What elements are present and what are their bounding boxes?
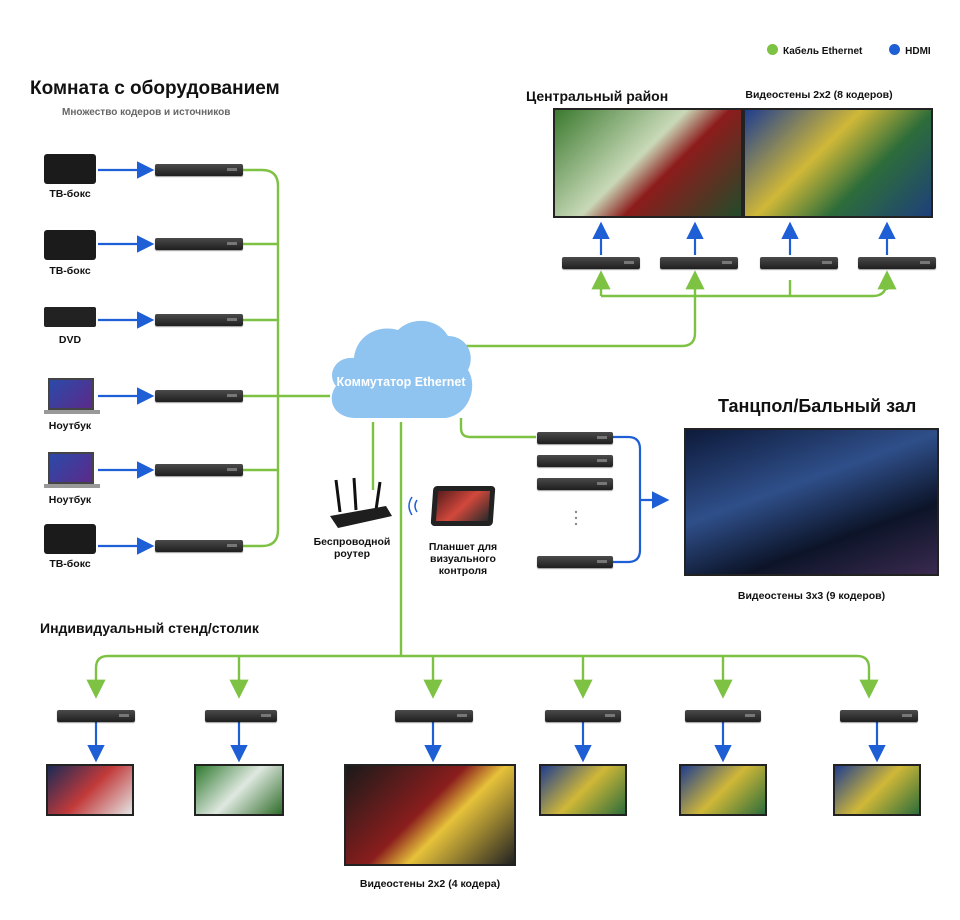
central-screen-right (743, 108, 933, 218)
source-label: DVD (58, 334, 82, 346)
individual-wall-label: Видеостены 2x2 (4 кодера) (359, 878, 501, 890)
decoder (395, 710, 473, 722)
equipment-room-title: Комната с оборудованием (30, 78, 280, 99)
central-title: Центральный район (526, 88, 669, 104)
decoder (660, 257, 738, 269)
source-label: ТВ-бокс (49, 188, 91, 200)
individual-screen (833, 764, 921, 816)
dvd-player-icon (44, 307, 96, 327)
hdmi-dot-icon (889, 44, 901, 55)
source-label: ТВ-бокс (49, 558, 91, 570)
individual-title: Индивидуальный стенд/столик (40, 620, 259, 636)
source-label: Ноутбук (48, 420, 92, 432)
encoder (155, 464, 243, 476)
individual-screen (46, 764, 134, 816)
router-icon (330, 477, 392, 528)
decoder (545, 710, 621, 722)
dance-screen (684, 428, 939, 576)
decoder (205, 710, 277, 722)
decoder (840, 710, 918, 722)
decoder (685, 710, 761, 722)
encoder (155, 540, 243, 552)
source-label: ТВ-бокс (49, 265, 91, 277)
central-wall-label: Видеостены 2x2 (8 кодеров) (745, 89, 893, 101)
decoder (537, 455, 613, 467)
equipment-room-subtitle: Множество кодеров и источников (62, 107, 231, 118)
router-label: Беспроводной роутер (313, 536, 391, 560)
laptop-icon (48, 452, 94, 484)
tv-box-icon (44, 230, 96, 260)
legend-hdmi: HDMI (889, 44, 931, 57)
central-screen-left (553, 108, 743, 218)
laptop-base (44, 410, 100, 414)
cloud-icon (331, 320, 473, 418)
legend: Кабель Ethernet HDMI (767, 41, 931, 59)
laptop-icon (48, 378, 94, 410)
tv-box-icon (44, 524, 96, 554)
encoder (155, 164, 243, 176)
decoder (760, 257, 838, 269)
tablet-icon (430, 486, 496, 526)
laptop-base (44, 484, 100, 488)
decoder (858, 257, 936, 269)
encoder (155, 238, 243, 250)
individual-screen (194, 764, 284, 816)
legend-hdmi-label: HDMI (905, 46, 931, 57)
encoder (155, 314, 243, 326)
switch-label: Коммутатор Ethernet (336, 375, 466, 389)
individual-screen-large (344, 764, 516, 866)
decoder (537, 556, 613, 568)
legend-ethernet: Кабель Ethernet (767, 44, 865, 57)
decoder (562, 257, 640, 269)
legend-ethernet-label: Кабель Ethernet (783, 46, 863, 57)
individual-screen (539, 764, 627, 816)
encoder (155, 390, 243, 402)
ethernet-dot-icon (767, 44, 778, 55)
dance-wall-label: Видеостены 3x3 (9 кодеров) (737, 590, 886, 602)
decoder (537, 478, 613, 490)
source-label: Ноутбук (48, 494, 92, 506)
tablet-label: Планшет для визуального контроля (428, 541, 498, 577)
decoder (537, 432, 613, 444)
tv-box-icon (44, 154, 96, 184)
dance-title: Танцпол/Бальный зал (718, 396, 917, 416)
decoder (57, 710, 135, 722)
individual-screen (679, 764, 767, 816)
